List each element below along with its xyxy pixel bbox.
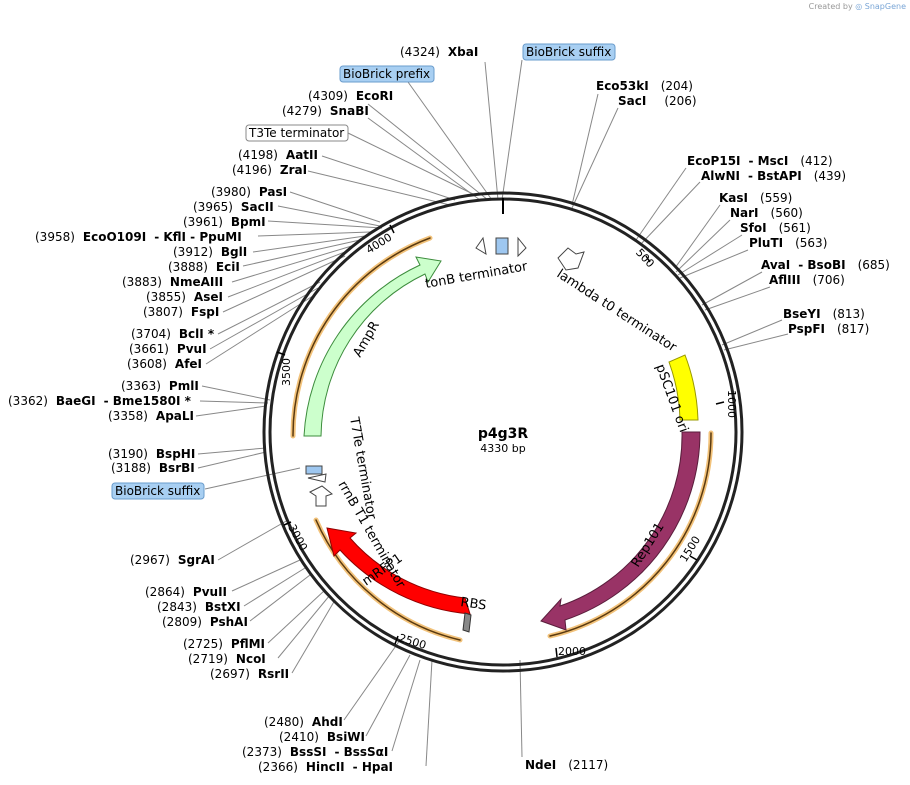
snapgene-icon: ◎ [855, 2, 863, 11]
position-ticks [276, 224, 725, 658]
site-hincii: (2366)HincII- HpaI [258, 760, 393, 774]
biobrick-suffix-top: BioBrick suffix [526, 45, 611, 59]
site-asei: (3855)AseI [146, 290, 223, 304]
tonb-terminator-label: tonB terminator [424, 259, 529, 292]
site-kasi: KasI(559) [719, 191, 792, 205]
site-apali: (3358)ApaLI [108, 409, 194, 423]
site-pflmi: (2725)PflMI [183, 637, 265, 651]
site-baegi: (3362)BaeGI- Bme1580I * [8, 394, 192, 408]
site-bstxi: (2843)BstXI [157, 600, 241, 614]
site-fspi: (3807)FspI [143, 305, 219, 319]
rbs-marker [462, 612, 472, 633]
site-ecop15i: EcoP15I- MscI(412) [687, 154, 833, 168]
site-ahdi: (2480)AhdI [264, 715, 343, 729]
site-rsrii: (2697)RsrII [210, 667, 289, 681]
site-pvuii: (2864)PvuII [145, 585, 227, 599]
site-bsrbi: (3188)BsrBI [111, 461, 195, 475]
site-pshai: (2809)PshAI [162, 615, 248, 629]
terminator-arrows [305, 236, 585, 507]
plasmid-length: 4330 bp [480, 442, 525, 455]
pscori-feature[interactable] [668, 354, 699, 421]
tick-label-3500: 3500 [280, 358, 293, 386]
rep101-feature[interactable] [540, 431, 701, 631]
site-bsphi: (3190)BspHI [108, 447, 195, 461]
restriction-sites: (4324)XbaI (4309)EcoRI (4279)SnaBI (4198… [8, 45, 890, 774]
site-avai: AvaI- BsoBI(685) [761, 258, 890, 272]
site-bpmi: (3961)BpmI [183, 215, 266, 229]
site-bseyi: BseYI(813) [783, 307, 865, 321]
site-bcli: (3704)BclI * [131, 327, 215, 341]
site-aatii: (4198)AatII [238, 148, 318, 162]
biobrick-suffix-left: BioBrick suffix [115, 484, 200, 498]
site-aflii: AflIII(706) [769, 273, 845, 287]
credit-prefix: Created by [808, 2, 853, 11]
rbs-label: RBS [459, 595, 487, 613]
site-ndei: NdeI(2117) [525, 758, 608, 772]
lambda-terminator-label: lambda t0 terminator [554, 267, 680, 356]
site-ecori: (4309)EcoRI [308, 89, 393, 103]
site-nmeaiii: (3883)NmeAIII [122, 275, 223, 289]
mrfp1-feature[interactable] [326, 527, 471, 615]
snapgene-credit: Created by ◎ SnapGene [809, 2, 906, 11]
site-pluti: PluTI(563) [749, 236, 827, 250]
site-pvui: (3661)PvuI [129, 342, 207, 356]
site-sfoi: SfoI(561) [740, 221, 811, 235]
leader-lines [195, 59, 789, 767]
site-xbai: (4324)XbaI [400, 45, 478, 59]
site-afei: (3608)AfeI [127, 357, 202, 371]
site-ecii: (3888)EciI [168, 260, 240, 274]
tick-label-500: 500 [633, 246, 657, 270]
site-zrai: (4196)ZraI [232, 163, 307, 177]
ampr-feature[interactable] [303, 256, 442, 437]
site-saci: SacI(206) [618, 94, 697, 108]
site-pmli: (3363)PmlI [121, 379, 199, 393]
backbone-outer [262, 191, 744, 673]
credit-brand: SnapGene [864, 2, 906, 11]
boxed-labels: BioBrick suffix BioBrick prefix T3Te ter… [111, 43, 616, 500]
site-pspfi: PspFI(817) [788, 322, 869, 336]
site-bgli: (3912)BglI [173, 245, 247, 259]
t3te-terminator: T3Te terminator [248, 126, 344, 140]
site-ncoi: (2719)NcoI [188, 652, 266, 666]
tick-label-1000: 1000 [725, 390, 738, 418]
site-sacii: (3965)SacII [193, 200, 274, 214]
site-snabi: (4279)SnaBI [282, 104, 369, 118]
site-sgrai: (2967)SgrAI [130, 553, 215, 567]
site-ecoo109i: (3958)EcoO109I- KflI - PpuMI [35, 230, 242, 244]
orf-arrows [290, 235, 714, 643]
tick-label-2000: 2000 [558, 645, 586, 658]
site-alwni: AlwNI- BstAPI(439) [701, 169, 846, 183]
site-nari: NarI(560) [730, 206, 803, 220]
site-bsiwi: (2410)BsiWI [279, 730, 365, 744]
site-pasi: (3980)PasI [211, 185, 287, 199]
site-bsssi: (2373)BssSI- BssSαI [242, 745, 388, 759]
biobrick-prefix: BioBrick prefix [343, 67, 430, 81]
plasmid-name: p4g3R [478, 426, 529, 442]
site-eco53ki: Eco53kI(204) [596, 79, 693, 93]
